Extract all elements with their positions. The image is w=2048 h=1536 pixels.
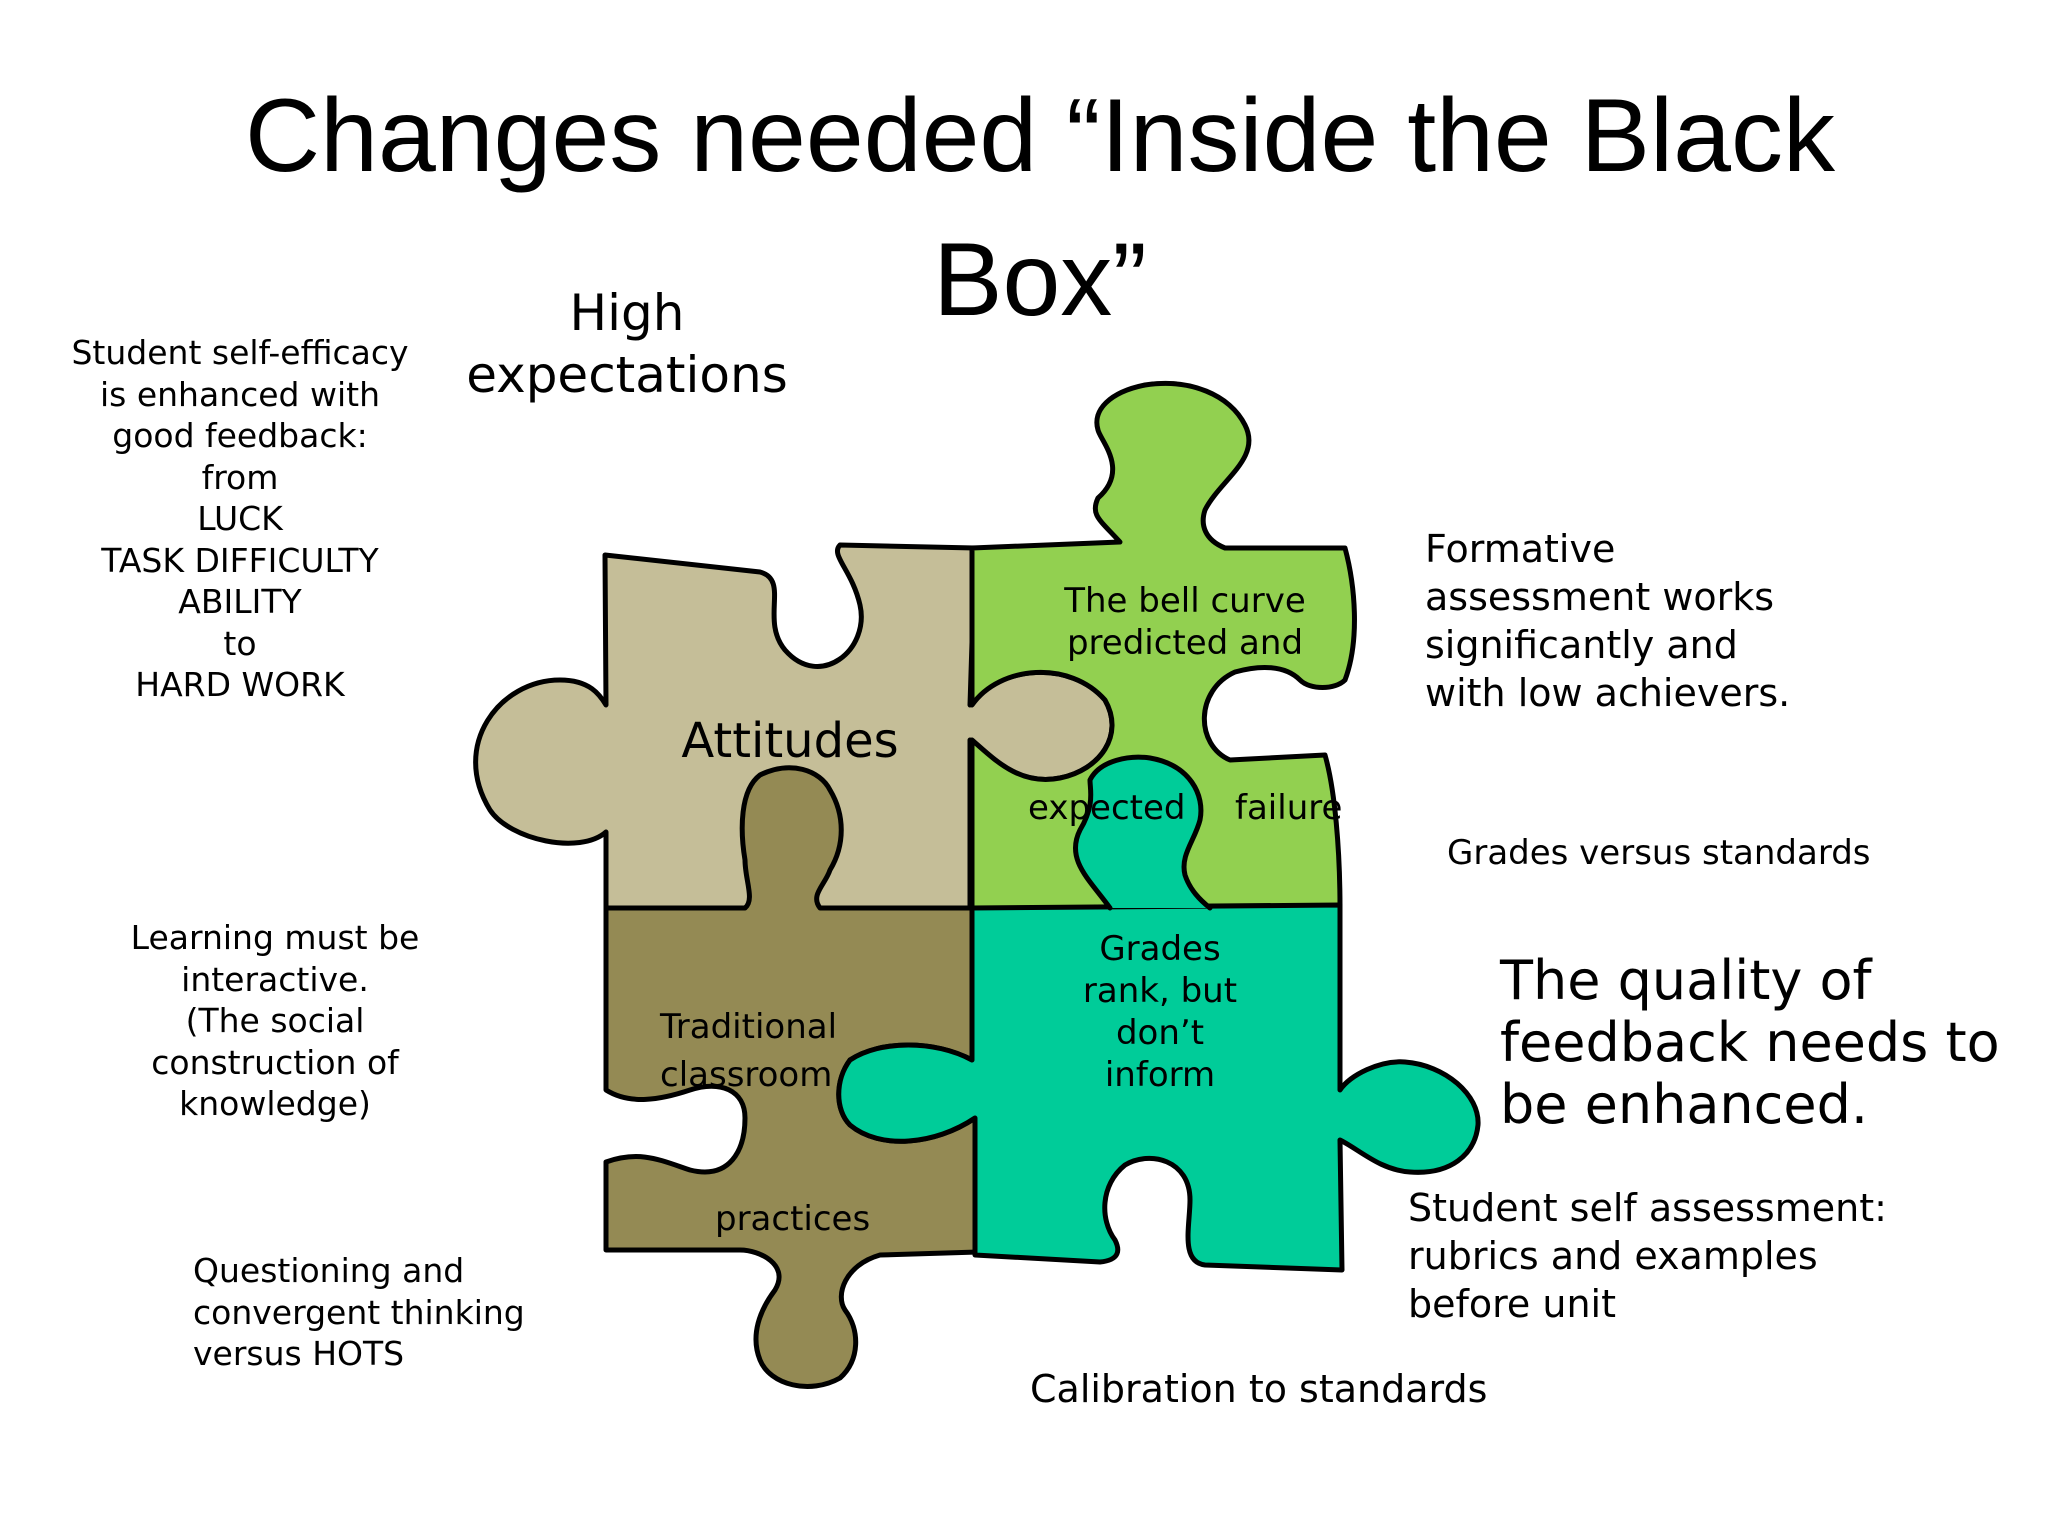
note-line: LUCK — [197, 499, 283, 538]
practices-label: practices — [715, 1199, 871, 1239]
piece-label-line: Grades — [1099, 929, 1221, 969]
note-line: construction of — [151, 1042, 399, 1082]
note-line: feedback needs to — [1500, 1011, 2000, 1074]
piece-label-line: predicted and — [1066, 623, 1304, 663]
traditional-classroom-label: Traditional classroom — [660, 1003, 900, 1099]
calibration-note: Calibration to standards — [1030, 1367, 1488, 1411]
grades-piece — [836, 902, 1481, 1273]
note-line: HARD WORK — [135, 665, 345, 704]
piece-label-line: rank, but — [1082, 971, 1238, 1011]
high-expectations-label: High expectations — [452, 282, 802, 406]
note-line: is enhanced with — [99, 374, 381, 414]
note-line: rubrics and examples — [1408, 1234, 1818, 1278]
note-line: significantly and — [1425, 623, 1738, 667]
formative-assessment-note: Formative assessment works significantly… — [1425, 525, 1985, 717]
grades-versus-standards-note: Grades versus standards — [1447, 833, 1871, 873]
note-line: before unit — [1408, 1282, 1616, 1326]
note-line: The quality of — [1500, 949, 1872, 1012]
note-line: with low achievers. — [1425, 671, 1791, 715]
page-title: Changes needed “Inside the Black Box” — [245, 78, 1835, 338]
note-line: ABILITY — [178, 582, 302, 621]
high-expectations-line: High — [569, 284, 685, 342]
note-line: be enhanced. — [1500, 1073, 1869, 1136]
note-line: versus HOTS — [193, 1334, 405, 1373]
note-line: assessment works — [1425, 575, 1775, 619]
note-line: good feedback: — [112, 416, 368, 455]
bell-curve-label: The bell curve predicted and — [1035, 580, 1335, 664]
piece-label-line: classroom — [660, 1055, 833, 1095]
interactive-learning-note: Learning must be interactive. (The socia… — [100, 917, 450, 1125]
note-line: Learning must be — [130, 918, 420, 957]
note-line: Student self assessment: — [1408, 1186, 1887, 1230]
piece-label-line: inform — [1104, 1055, 1216, 1095]
bell-curve-piece — [969, 380, 1357, 911]
expected-label: expected — [1028, 788, 1186, 828]
grades-knob — [1072, 754, 1213, 911]
note-line: to — [223, 623, 257, 663]
failure-label: failure — [1235, 788, 1343, 828]
note-line: TASK DIFFICULTY — [101, 540, 379, 580]
quality-of-feedback-note: The quality of feedback needs to be enha… — [1500, 950, 2020, 1136]
grades-label: Grades rank, but don’t inform — [1040, 928, 1280, 1096]
self-efficacy-note: Student self-efficacy is enhanced with g… — [40, 332, 440, 706]
piece-label-line: don’t — [1115, 1013, 1205, 1053]
questioning-note: Questioning and convergent thinking vers… — [193, 1250, 613, 1375]
note-line: knowledge) — [179, 1084, 371, 1123]
attitudes-label: Attitudes — [681, 713, 899, 769]
high-expectations-line: expectations — [466, 346, 788, 404]
traditional-classroom-piece — [603, 765, 981, 1389]
note-line: convergent thinking — [193, 1292, 525, 1332]
note-line: Student self-efficacy — [71, 333, 409, 372]
self-assessment-note: Student self assessment: rubrics and exa… — [1408, 1184, 2008, 1328]
note-line: Formative — [1425, 527, 1616, 571]
note-line: Questioning and — [193, 1251, 465, 1290]
note-line: interactive. — [181, 959, 369, 999]
piece-label-line: Traditional — [660, 1007, 838, 1047]
note-line: from — [201, 457, 279, 497]
note-line: (The social — [185, 1001, 365, 1040]
piece-label-line: The bell curve — [1064, 581, 1306, 621]
